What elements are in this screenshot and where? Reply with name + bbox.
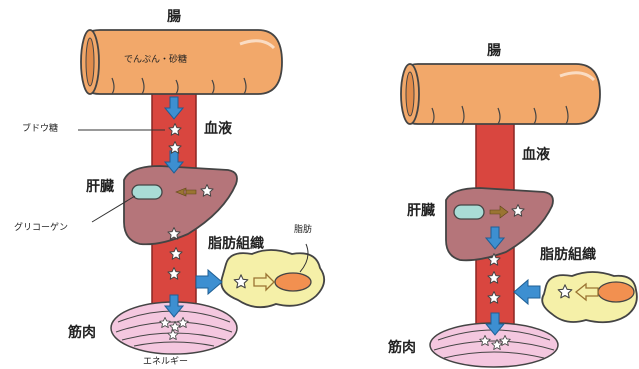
left-liver-label: 肝臓 <box>86 180 114 194</box>
left-fat-droplet <box>275 273 311 291</box>
left-intestine-content-label: でんぷん・砂糖 <box>124 56 187 65</box>
right-intestine <box>401 64 600 124</box>
right-adipose <box>542 272 637 322</box>
right-glycogen-capsule <box>454 205 484 219</box>
right-diagram <box>401 64 637 367</box>
right-blood-label: 血液 <box>522 148 550 162</box>
left-fat-label: 脂肪 <box>294 226 312 235</box>
left-glycogen-capsule <box>132 185 162 199</box>
left-muscle-label: 筋肉 <box>68 326 96 340</box>
left-blood-label: 血液 <box>204 122 232 136</box>
left-glycogen-label: グリコーゲン <box>14 224 68 233</box>
left-energy-label: エネルギー <box>143 358 188 367</box>
left-diagram <box>78 30 324 354</box>
right-liver-label: 肝臓 <box>407 204 435 218</box>
right-adipose-label: 脂肪組織 <box>540 248 596 262</box>
left-glucose-label: ブドウ糖 <box>22 125 58 134</box>
right-adipose-to-blood-arrow-icon <box>514 280 540 304</box>
right-fat-droplet <box>598 282 634 302</box>
right-intestine-label: 腸 <box>487 44 501 58</box>
left-adipose-label: 脂肪組織 <box>208 237 264 251</box>
left-adipose <box>221 250 324 307</box>
left-liver <box>124 166 237 244</box>
right-liver <box>446 188 553 260</box>
left-intestine-label: 腸 <box>167 10 181 24</box>
left-blood-to-adipose-arrow-icon <box>196 270 222 294</box>
right-muscle-label: 筋肉 <box>388 341 416 355</box>
